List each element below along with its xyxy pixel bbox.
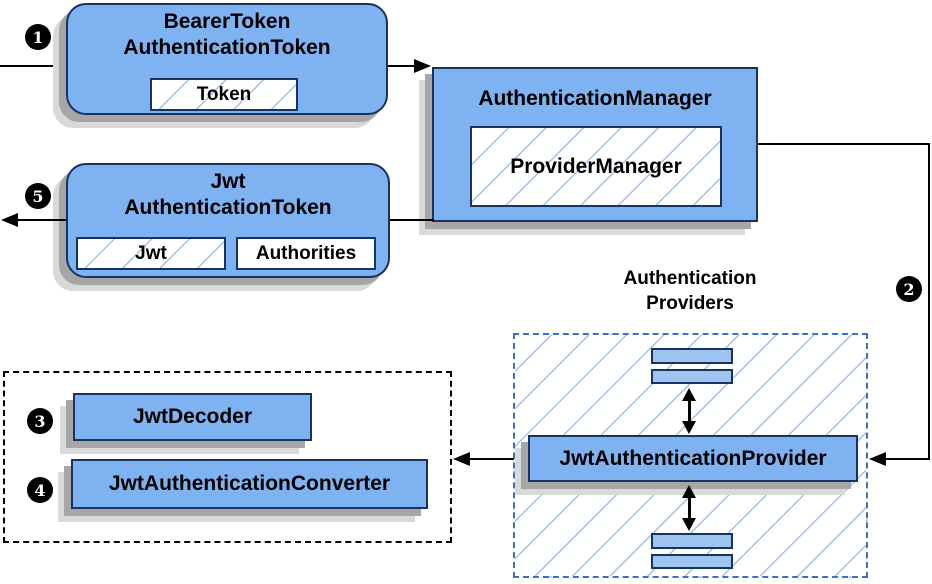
jwt-authentication-provider-box: JwtAuthenticationProvider — [528, 435, 858, 482]
jwt-support-container — [3, 371, 452, 543]
step-1-label: 1 — [32, 27, 44, 47]
provider-placeholder-bar — [651, 533, 733, 549]
flow-line-into-provider — [884, 458, 930, 460]
authorities-field: Authorities — [236, 237, 376, 270]
arrowhead-right-icon — [414, 59, 431, 73]
step-2-label: 2 — [903, 279, 915, 299]
jwt-authentication-token-title: Jwt AuthenticationToken — [68, 169, 388, 221]
arrowhead-up-icon — [682, 485, 696, 498]
flow-line-manager-right — [758, 143, 930, 145]
arrowhead-down-icon — [682, 421, 696, 434]
bearer-token-title-line1: BearerToken — [163, 10, 291, 33]
authentication-manager-title: AuthenticationManager — [478, 87, 712, 110]
provider-placeholder-bar — [651, 554, 733, 569]
flow-line-bearer-to-manager — [388, 65, 416, 67]
bearer-token-authentication-token-box: BearerToken AuthenticationToken Token — [66, 3, 388, 115]
bearer-token-box-title: BearerToken AuthenticationToken — [68, 9, 386, 61]
provider-manager-label: ProviderManager — [510, 154, 682, 178]
double-arrow-top-line — [688, 399, 691, 423]
step-4-label: 4 — [34, 480, 46, 500]
jwt-authentication-converter-label: JwtAuthenticationConverter — [108, 472, 391, 495]
token-field-label: Token — [196, 83, 252, 105]
flow-line-response-out — [16, 219, 66, 221]
step-3-badge: 3 — [27, 408, 53, 434]
arrowhead-down-icon — [682, 518, 696, 531]
authentication-manager-box: AuthenticationManager ProviderManager — [432, 67, 758, 222]
step-2-badge: 2 — [896, 276, 922, 302]
jwt-authentication-provider-label: JwtAuthenticationProvider — [559, 446, 827, 470]
flow-line-provider-to-jwt-support — [468, 458, 514, 460]
provider-placeholder-bar — [651, 348, 733, 364]
jwt-decoder-box: JwtDecoder — [73, 393, 312, 441]
arrowhead-left-icon — [453, 452, 470, 466]
arrowhead-left-icon — [1, 213, 18, 227]
step-4-badge: 4 — [27, 477, 53, 503]
bearer-token-title-line2: AuthenticationToken — [123, 36, 331, 59]
jwt-token-title-line1: Jwt — [210, 170, 246, 193]
arrowhead-up-icon — [682, 388, 696, 401]
double-arrow-bottom-line — [688, 496, 691, 520]
jwt-authentication-converter-box: JwtAuthenticationConverter — [71, 459, 428, 509]
provider-placeholder-bar — [651, 369, 733, 384]
jwt-authentication-token-box: Jwt AuthenticationToken Jwt Authorities — [66, 163, 390, 278]
step-1-badge: 1 — [25, 24, 51, 50]
flow-line-down-right-side — [928, 143, 930, 460]
step-5-label: 5 — [32, 186, 44, 206]
providers-label-line2: Providers — [646, 293, 734, 314]
jwt-field: Jwt — [76, 237, 226, 270]
arrowhead-left-icon — [869, 452, 886, 466]
flow-line-manager-to-jwt-token — [388, 219, 434, 221]
jwt-field-label: Jwt — [135, 242, 167, 264]
flow-line-request-in — [0, 65, 66, 67]
step-3-label: 3 — [34, 411, 46, 431]
jwt-token-title-line2: AuthenticationToken — [124, 196, 332, 219]
step-5-badge: 5 — [25, 183, 51, 209]
providers-label-line1: Authentication — [623, 268, 757, 289]
token-field: Token — [150, 78, 298, 111]
authentication-providers-label: Authentication Providers — [560, 266, 820, 316]
jwt-decoder-label: JwtDecoder — [132, 405, 253, 428]
provider-manager-field: ProviderManager — [470, 126, 722, 207]
authorities-field-label: Authorities — [255, 242, 357, 264]
